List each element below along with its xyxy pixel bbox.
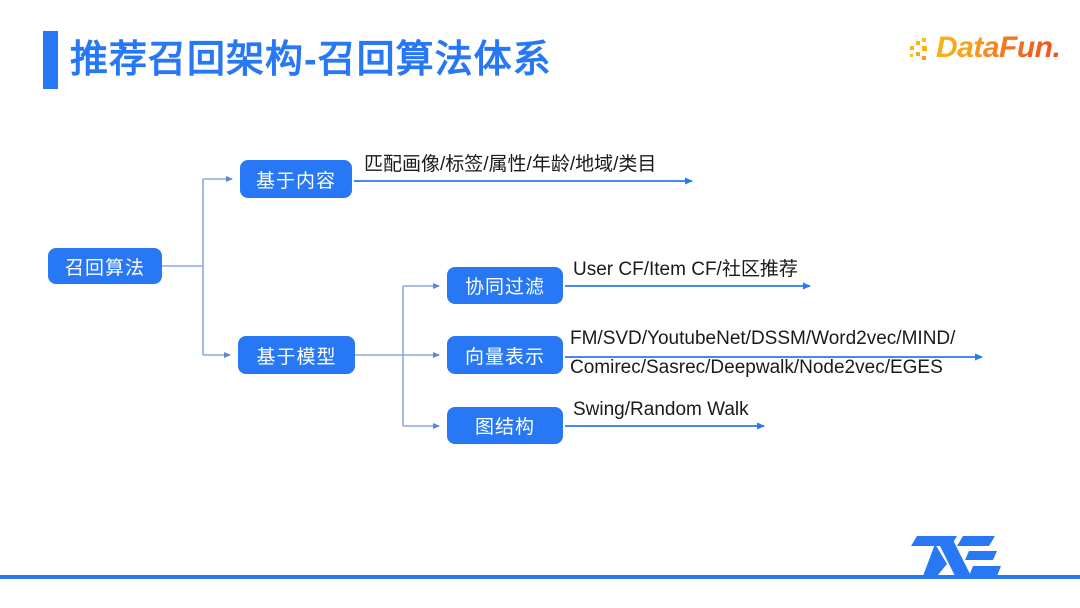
node-label: 协同过滤 [464, 277, 545, 298]
datafun-logo: DataFun. [910, 31, 1061, 69]
node-label: 召回算法 [64, 257, 145, 279]
node-recall-algorithm[interactable]: 召回算法 [48, 248, 162, 284]
page-title: 推荐召回架构-召回算法体系 [70, 39, 552, 81]
title-accent-bar [43, 31, 58, 89]
tme-logo-icon [911, 536, 1001, 576]
node-label: 基于内容 [255, 170, 336, 192]
edge-label-vector-representation: FM/SVD/YoutubeNet/DSSM/Word2vec/MIND/ Co… [570, 324, 955, 382]
node-vector-representation[interactable]: 向量表示 [447, 336, 563, 374]
footer-divider [0, 575, 1080, 579]
edge-label-graph-structure: Swing/Random Walk [573, 399, 749, 420]
datafun-dots-icon [910, 38, 927, 60]
edge-label-content-based: 匹配画像/标签/属性/年龄/地域/类目 [364, 154, 657, 175]
node-graph-structure[interactable]: 图结构 [447, 407, 563, 444]
node-label: 基于模型 [256, 346, 337, 368]
edge-label-line-1: FM/SVD/YoutubeNet/DSSM/Word2vec/MIND/ [570, 328, 956, 349]
node-model-based[interactable]: 基于模型 [238, 336, 355, 374]
edge-label-collaborative-filtering: User CF/Item CF/社区推荐 [573, 259, 798, 280]
node-label: 向量表示 [464, 346, 545, 368]
edge-label-line-2: Comirec/Sasrec/Deepwalk/Node2vec/EGES [570, 357, 943, 378]
node-content-based[interactable]: 基于内容 [240, 160, 352, 198]
datafun-logo-text: DataFun. [936, 31, 1061, 64]
node-label: 图结构 [474, 417, 535, 438]
node-collaborative-filtering[interactable]: 协同过滤 [447, 267, 563, 304]
